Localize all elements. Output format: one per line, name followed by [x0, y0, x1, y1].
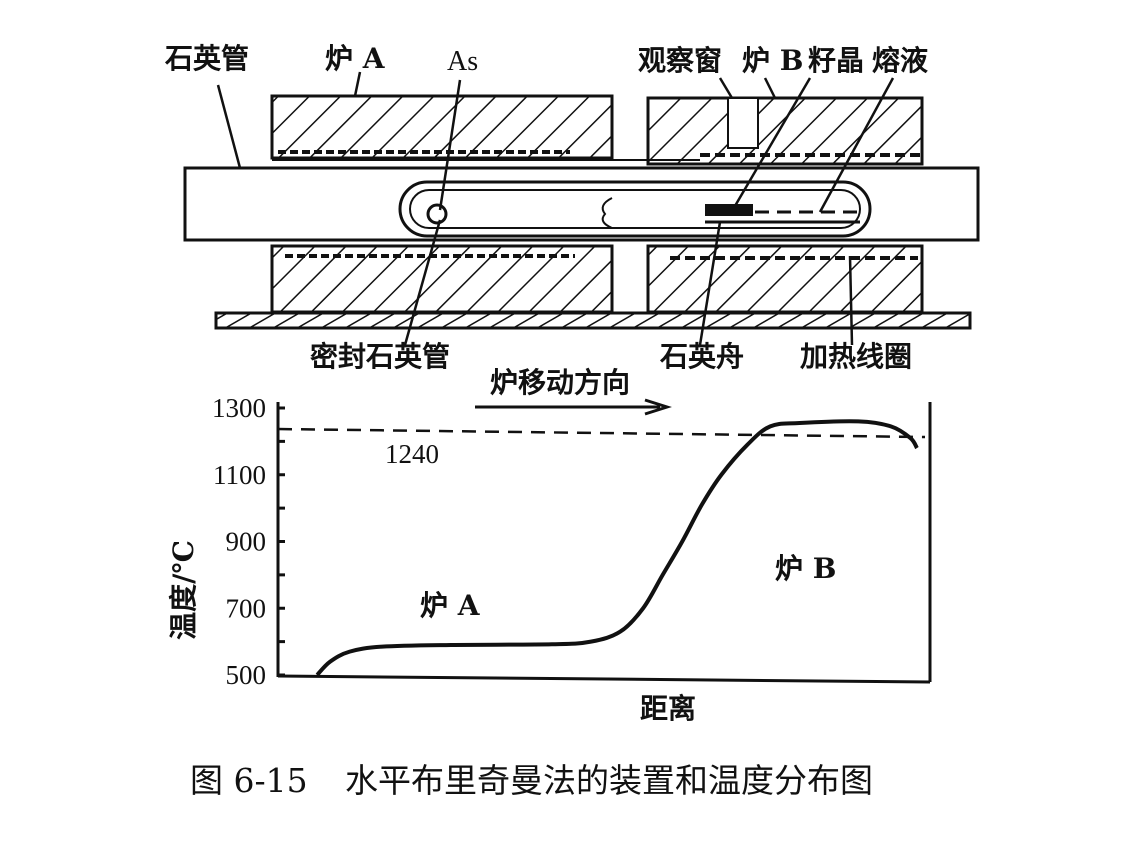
label-melt: 熔液	[872, 44, 928, 77]
label-quartz-tube: 石英管	[164, 42, 249, 75]
arrow-right-icon	[475, 398, 672, 416]
label-furnace-a: 炉 A	[325, 42, 386, 75]
boat-end	[601, 197, 613, 229]
x-axis-label: 距离	[640, 692, 696, 725]
observation-window	[727, 97, 759, 149]
furnace-a-upper-block	[270, 94, 614, 160]
label-seed-crystal: 籽晶	[808, 44, 864, 77]
seed-crystal	[705, 204, 753, 216]
label-arsenic: As	[447, 46, 478, 77]
label-furnace-motion: 炉移动方向	[490, 366, 630, 399]
annotation-furnace-a: 炉 A	[420, 589, 481, 622]
figure-caption: 水平布里奇曼法的装置和温度分布图	[345, 761, 873, 800]
label-quartz-boat: 石英舟	[659, 340, 744, 373]
label-heating-coil: 加热线圈	[800, 340, 912, 373]
y-tick-label: 700	[226, 593, 267, 623]
y-axis-label: 温度/℃	[167, 540, 200, 640]
y-tick-label: 500	[226, 660, 267, 690]
y-tick-label: 1300	[212, 393, 266, 423]
figure-number: 图 6-15	[190, 761, 308, 800]
label-sealed-quartz-tube: 密封石英管	[310, 340, 450, 373]
base-plate	[214, 311, 972, 330]
sealed-quartz-ampoule	[398, 180, 872, 238]
apparatus-diagram: 石英管 炉 A As 观察窗 炉 B 籽晶 熔液 密封石英管 石英舟 加热线圈 …	[164, 42, 980, 416]
reference-line-1240	[277, 427, 926, 439]
furnace-a-lower-block	[270, 244, 614, 314]
y-tick-label: 1100	[213, 460, 266, 490]
label-observation-window: 观察窗	[638, 44, 722, 77]
temperature-chart: 1300 1100 900 700 500 1240 炉 A 炉 B 距离 温度/℃	[167, 393, 932, 725]
x-axis	[277, 674, 931, 684]
reference-line-label: 1240	[385, 439, 439, 469]
furnace-b-lower-block	[646, 244, 924, 314]
y-tick-label: 900	[226, 527, 267, 557]
temperature-curve	[315, 419, 919, 677]
ampoule-inner-wall	[409, 189, 861, 229]
annotation-furnace-b: 炉 B	[775, 552, 836, 585]
leader-lines	[216, 71, 895, 346]
arsenic-source	[426, 203, 448, 225]
label-furnace-b: 炉 B	[742, 44, 803, 77]
